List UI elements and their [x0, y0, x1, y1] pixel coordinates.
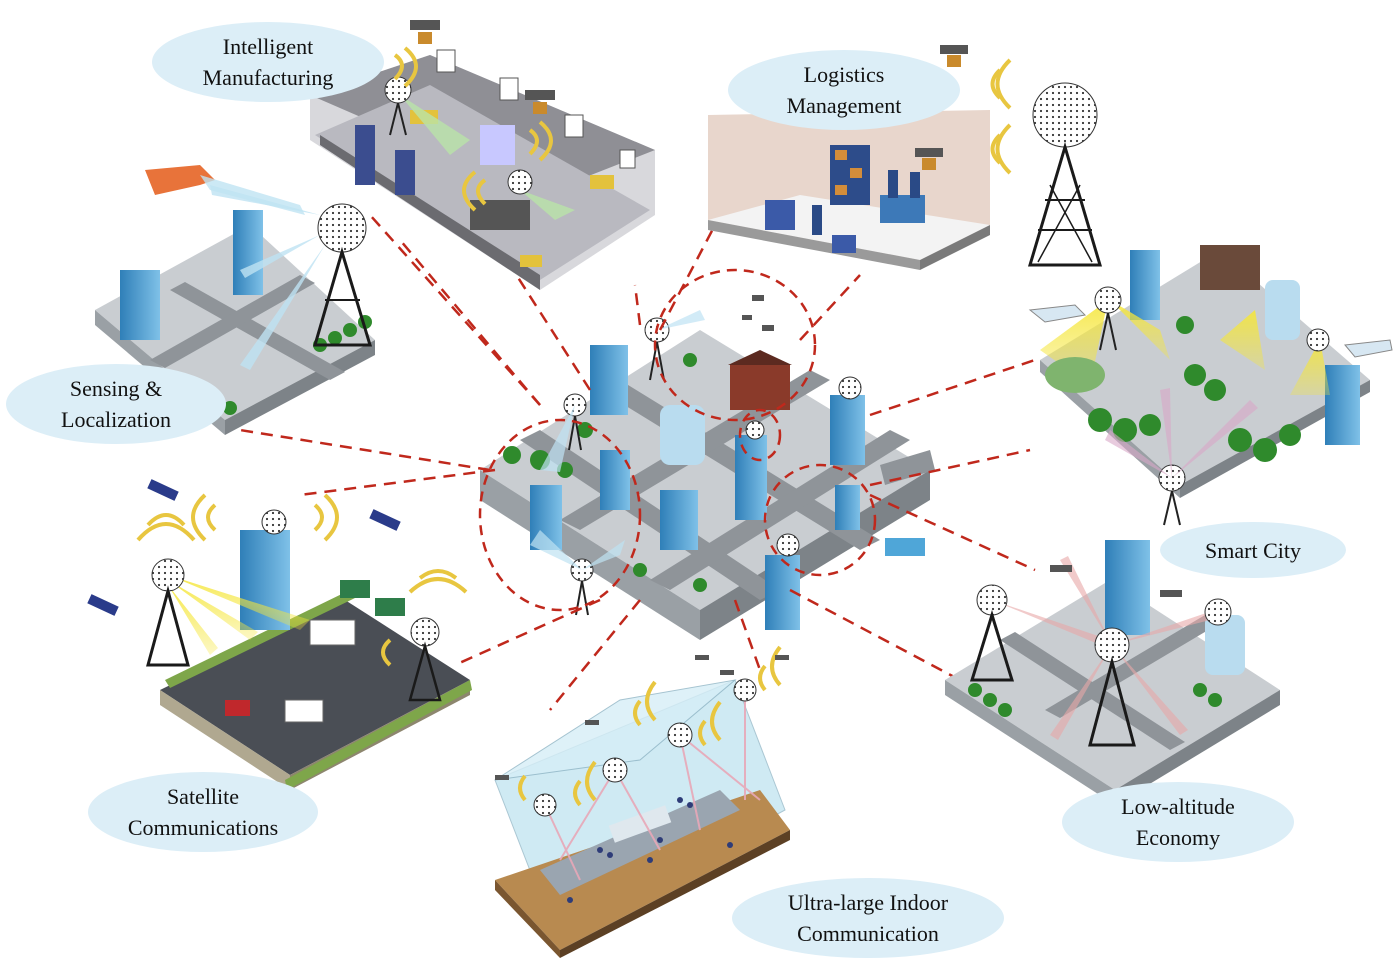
label-low-altitude-economy: Low-altitude Economy — [1121, 794, 1235, 850]
bubble-logistics-management: Logistics Management — [728, 50, 960, 130]
label-smart-city: Smart City — [1205, 537, 1301, 563]
label-ultra-large-indoor: Ultra-large Indoor Communication — [787, 890, 949, 946]
bubble-smart-city: Smart City — [1160, 522, 1346, 578]
label-sensing-localization: Sensing & Localization — [61, 376, 171, 432]
indoor-scene — [494, 645, 790, 958]
building-icon — [530, 345, 865, 630]
central-city — [478, 268, 935, 640]
airplane-icon — [145, 165, 215, 195]
smart-city-scene — [1028, 245, 1393, 526]
bubble-sensing-localization: Sensing & Localization — [6, 364, 226, 444]
logistics-scene — [708, 45, 1012, 270]
satellite-scene — [87, 479, 472, 790]
bubble-low-altitude-economy: Low-altitude Economy — [1062, 782, 1294, 862]
drone-icon — [742, 295, 774, 331]
label-satellite-communications: Satellite Communications — [127, 784, 279, 840]
manufacturing-scene — [310, 20, 655, 290]
bubble-ultra-large-indoor: Ultra-large Indoor Communication — [732, 878, 1004, 958]
connector-lines — [239, 214, 1036, 711]
satellite-icon — [87, 479, 401, 616]
label-logistics-management: Logistics Management — [786, 62, 902, 118]
bubble-intelligent-manufacturing: Intelligent Manufacturing — [152, 22, 384, 102]
label-intelligent-manufacturing: Intelligent Manufacturing — [202, 34, 334, 90]
tower-icon — [1027, 82, 1103, 267]
bubble-satellite-communications: Satellite Communications — [88, 772, 318, 852]
low-altitude-scene — [945, 540, 1280, 805]
